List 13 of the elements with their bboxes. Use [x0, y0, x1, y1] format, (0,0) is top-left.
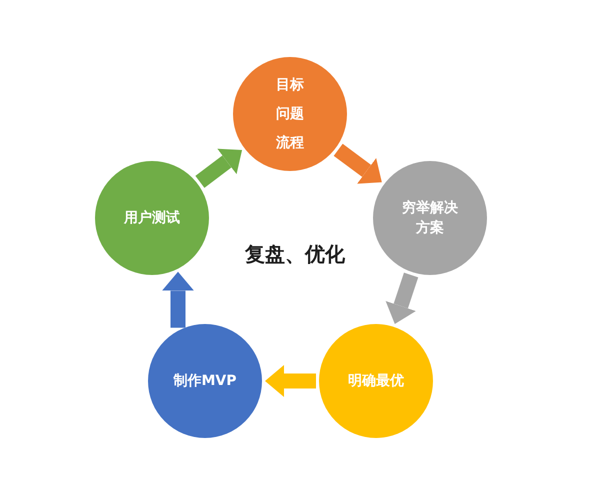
arrow [265, 365, 316, 397]
center-label: 复盘、优化 [245, 240, 345, 268]
step-label: 目标 [276, 76, 304, 95]
arrow [334, 144, 382, 184]
step-label: 问题 [276, 105, 304, 124]
step-label: 用户测试 [124, 208, 180, 228]
step-label: 明确最优 [348, 372, 404, 391]
arrow [195, 148, 242, 188]
arrow [162, 272, 194, 328]
step-label: 流程 [276, 134, 304, 153]
step-label: 制作MVP [173, 372, 237, 391]
step-label: 穷举解决方案 [401, 198, 459, 238]
arrow [386, 272, 418, 324]
